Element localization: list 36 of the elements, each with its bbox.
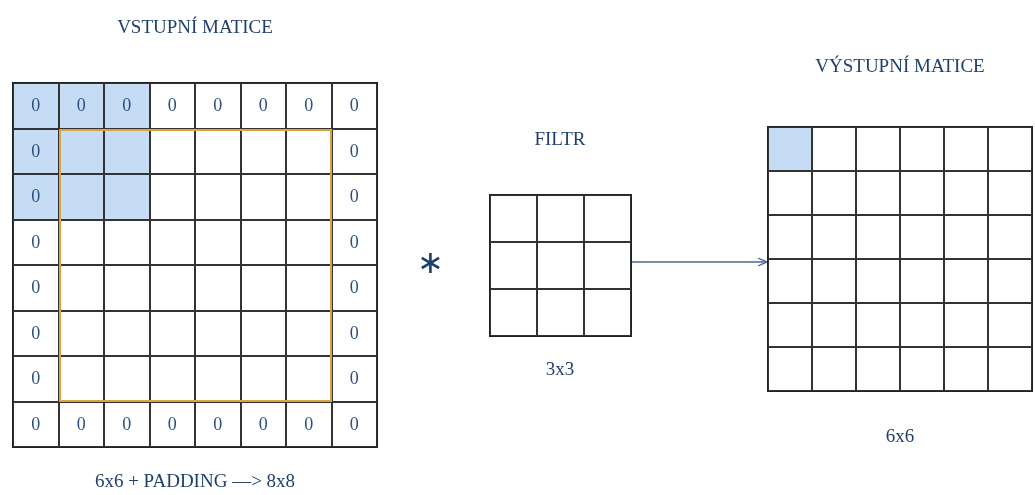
- matrix-cell: 0: [286, 83, 332, 129]
- matrix-cell: 0: [331, 265, 377, 311]
- matrix-heading: VSTUPNÍ MATICE: [116, 16, 274, 38]
- matrix-cell: 0: [331, 83, 377, 129]
- highlighted-cell: 0: [104, 83, 150, 129]
- matrix-cell: 0: [104, 401, 150, 447]
- matrix-cell: 0: [331, 128, 377, 174]
- size-caption: 6x6: [884, 425, 916, 447]
- size-caption: 6x6 + PADDING —> 8x8: [93, 470, 297, 492]
- highlighted-cell: 0: [13, 174, 59, 220]
- size-caption: 3x3: [544, 358, 576, 380]
- matrix-cell: 0: [286, 401, 332, 447]
- convolution-operator: ∗: [415, 243, 445, 281]
- matrix-cell: 0: [195, 83, 241, 129]
- matrix-cell: 0: [149, 83, 195, 129]
- matrix-cell: 0: [149, 401, 195, 447]
- matrix-cell: 0: [240, 83, 286, 129]
- matrix-cell: 0: [13, 356, 59, 402]
- matrix-heading: VÝSTUPNÍ MATICE: [814, 55, 986, 77]
- highlighted-cell: 0: [13, 83, 59, 129]
- highlighted-cell: 0: [13, 128, 59, 174]
- matrix-cell: 0: [58, 401, 104, 447]
- matrix-cell: 0: [13, 310, 59, 356]
- matrix-cell: 0: [13, 219, 59, 265]
- matrix-cell: 0: [331, 401, 377, 447]
- arrow: [630, 257, 768, 267]
- highlighted-cell: 0: [58, 83, 104, 129]
- matrix-cell: 0: [331, 356, 377, 402]
- matrix-heading: FILTR: [533, 128, 587, 150]
- matrix-cell: 0: [13, 265, 59, 311]
- matrix-cell: 0: [13, 401, 59, 447]
- matrix-cell: 0: [240, 401, 286, 447]
- matrix-cell: 0: [331, 174, 377, 220]
- matrix-cell: 0: [195, 401, 241, 447]
- matrix-cell: 0: [331, 219, 377, 265]
- matrix-cell: 0: [331, 310, 377, 356]
